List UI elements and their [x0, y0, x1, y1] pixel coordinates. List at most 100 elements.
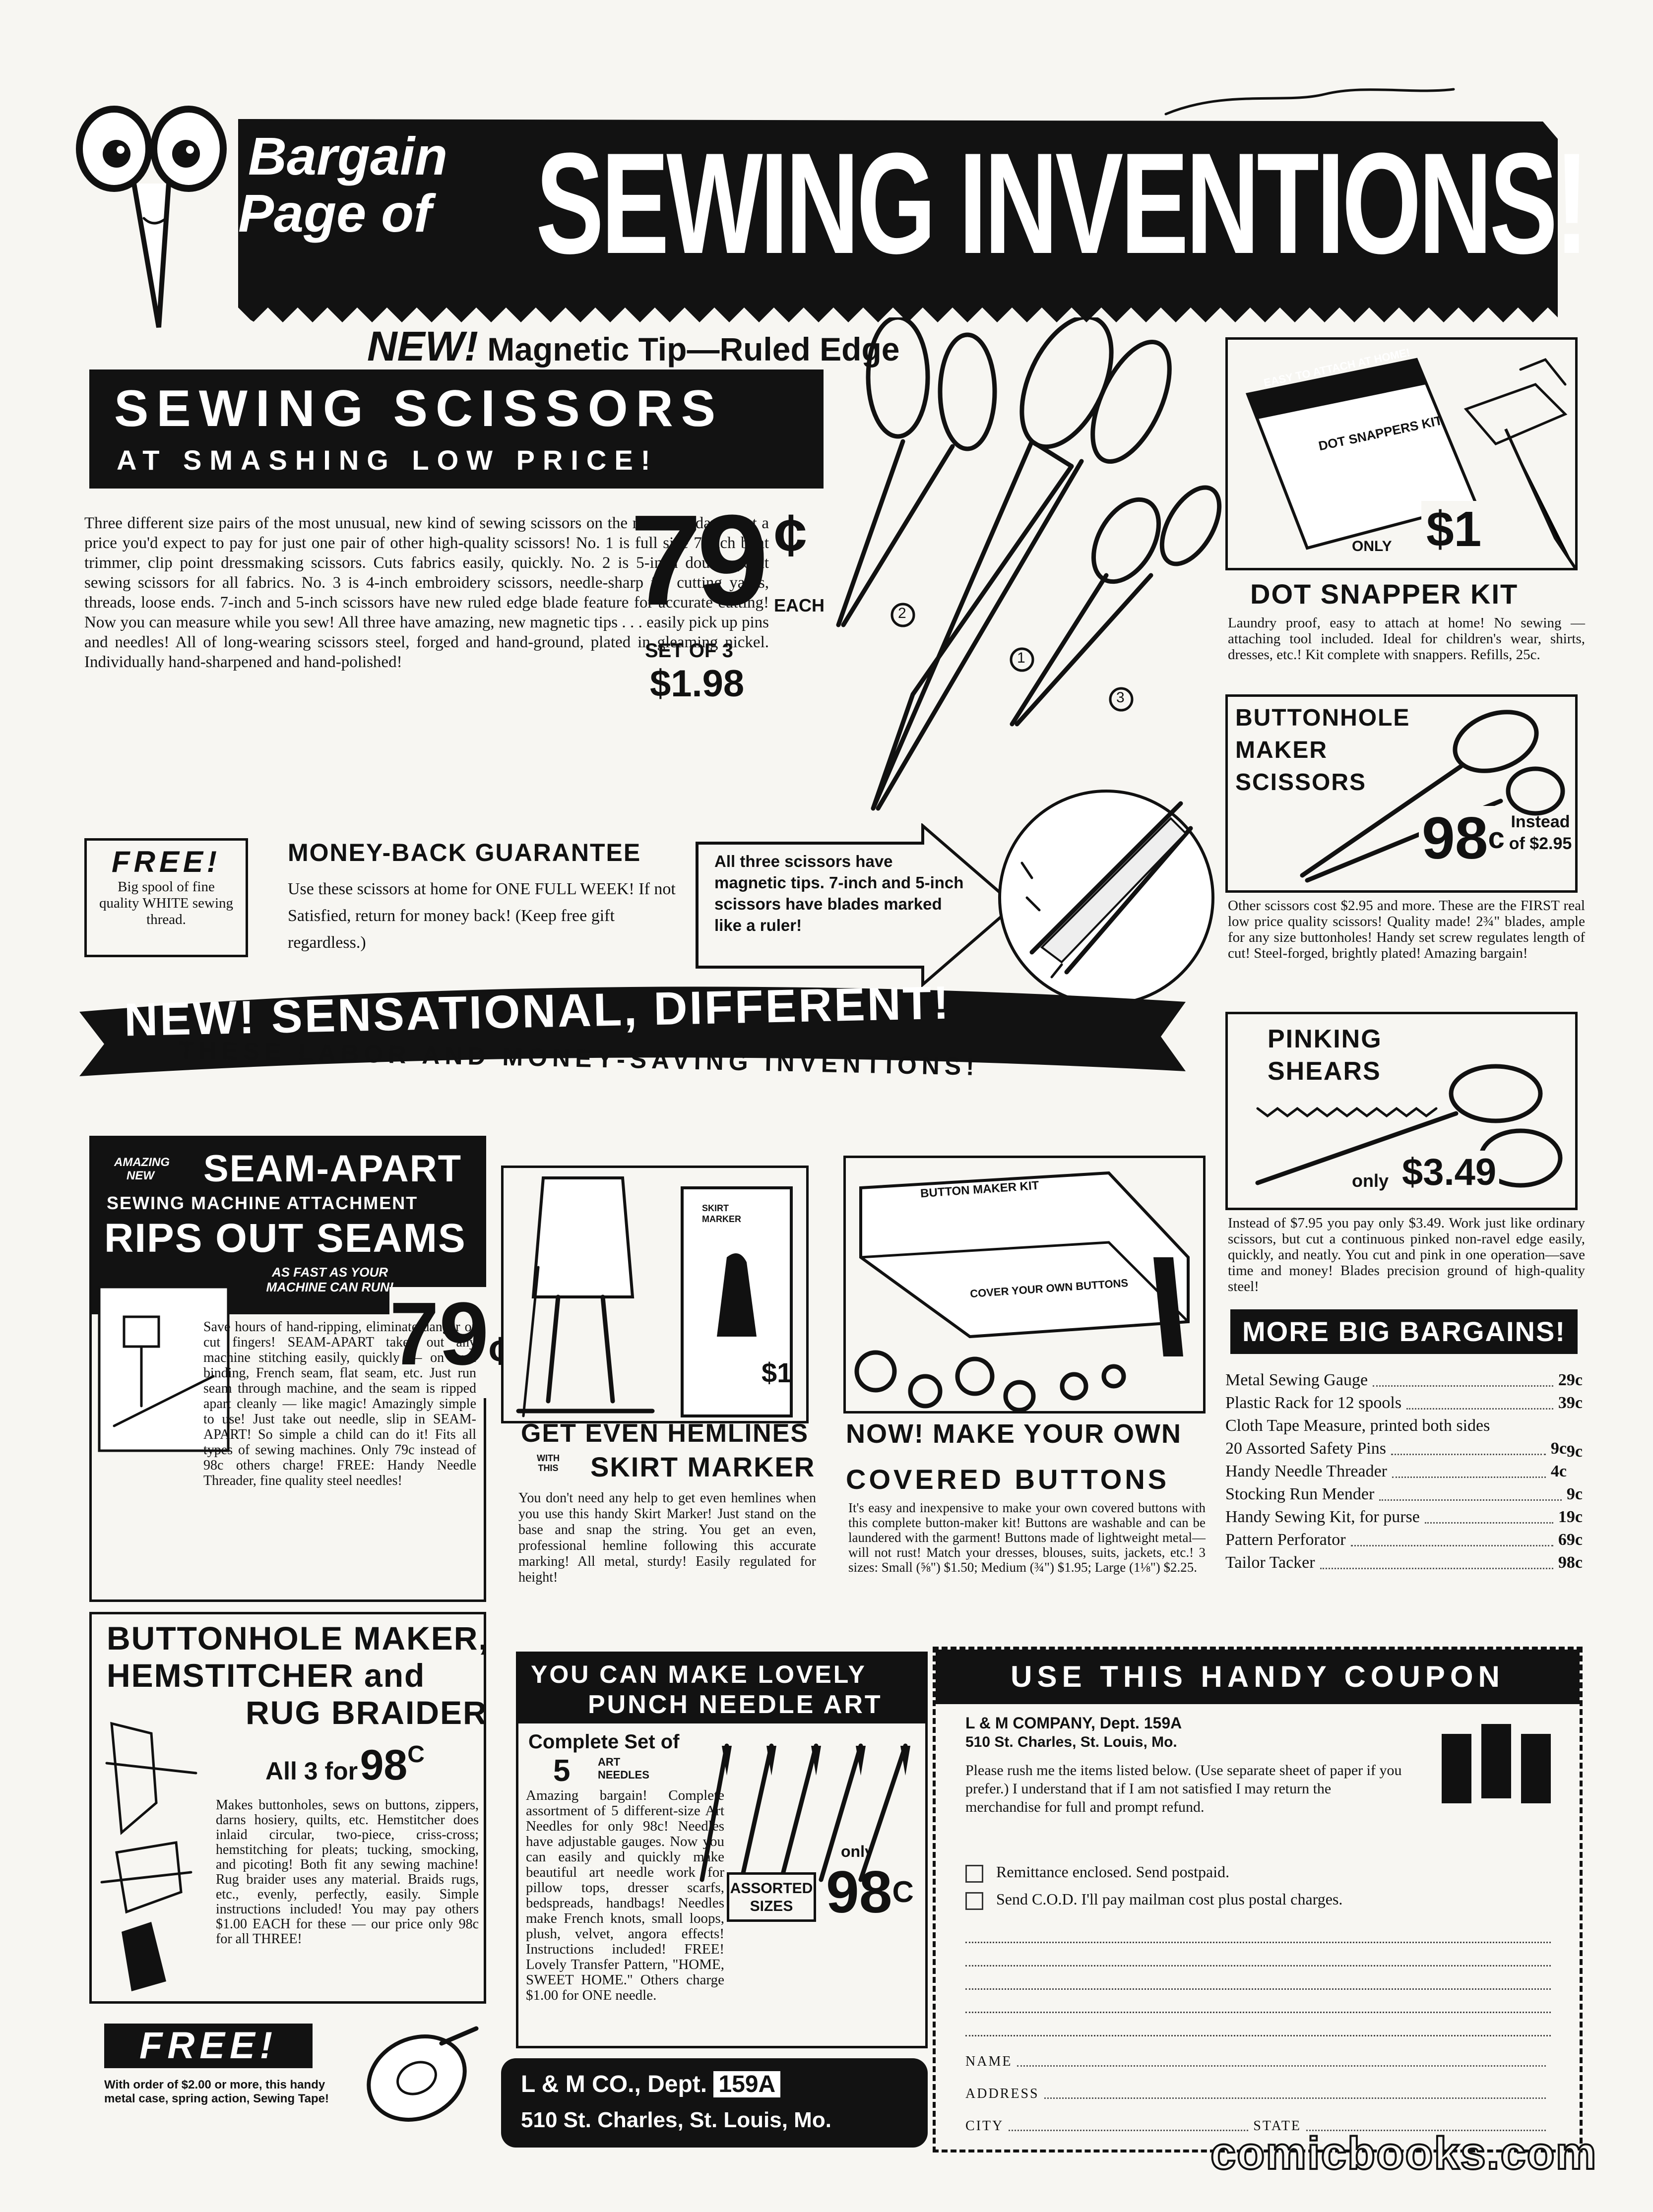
free-thread-text: Big spool of fine quality WHITE sewing t… — [99, 879, 234, 927]
seam-apart-subtitle: SEWING MACHINE ATTACHMENT — [107, 1193, 418, 1213]
address-street: 510 St. Charles, St. Louis, Mo. — [521, 2108, 831, 2132]
button-kit-icon — [854, 1171, 1190, 1411]
skirt-marker-box-label: SKIRT MARKER — [702, 1203, 741, 1224]
sensational-banner-shape — [79, 986, 1186, 1076]
bargain-line-1: Bargain — [248, 126, 448, 186]
option-2-label: Send C.O.D. I'll pay mailman cost plus p… — [996, 1890, 1343, 1908]
seam-apart-new: NEW — [127, 1169, 154, 1182]
new-label: NEW! — [367, 323, 478, 369]
pinking-title-2: SHEARS — [1268, 1057, 1381, 1086]
skirt-marker-image: SKIRT MARKER $1 — [501, 1166, 809, 1423]
option-1-label: Remittance enclosed. Send postpaid. — [996, 1863, 1230, 1881]
free-tape-title: FREE! — [104, 2024, 313, 2068]
buttonhole-maker-price-label: All 3 for — [265, 1757, 358, 1785]
pinking-title-1: PINKING — [1268, 1025, 1382, 1053]
buttonhole-scissors-price-cent: c — [1488, 821, 1505, 855]
punch-needle-title-1: YOU CAN MAKE LOVELY — [531, 1660, 867, 1688]
scissors-cent: ¢ — [774, 502, 807, 568]
scissors-1-icon — [871, 317, 1172, 811]
scissors-3-icon — [1010, 485, 1222, 727]
covered-buttons-image: BUTTON MAKER KIT COVER YOUR OWN BUTTONS — [843, 1156, 1206, 1413]
arrow-callout-shape — [696, 823, 1017, 987]
buttonhole-maker-description: Makes buttonholes, sews on buttons, zipp… — [216, 1797, 479, 1947]
punch-needle-five: 5 — [553, 1754, 571, 1788]
coupon-item-lines[interactable] — [965, 1920, 1551, 2036]
buttonhole-maker-title-3: RUG BRAIDER — [246, 1694, 488, 1731]
scissors-price-block: 79 ¢ EACH SET OF 3 $1.98 — [630, 496, 838, 709]
skirt-marker-icon — [516, 1176, 793, 1417]
cod-checkbox[interactable] — [965, 1892, 983, 1910]
watermark: comicbooks.com — [1209, 2127, 1597, 2180]
skirt-marker-title-2: SKIRT MARKER — [590, 1451, 816, 1482]
three-scissors-illustration — [836, 317, 1222, 811]
dot-snapper-description: Laundry proof, easy to attach at home! N… — [1228, 615, 1585, 663]
punch-needle-assorted: ASSORTED SIZES — [727, 1872, 816, 1922]
address-company-name: L & M CO., Dept. — [521, 2071, 707, 2097]
dot-snapper-image: EASY TO ATTACH AT HOME! DOT SNAPPERS KIT… — [1225, 337, 1578, 570]
address-box: L & M CO., Dept. 159A 510 St. Charles, S… — [501, 2058, 928, 2148]
dot-snapper-only: ONLY — [1352, 538, 1392, 554]
skirt-marker-price: $1 — [762, 1357, 793, 1388]
scissors-set-label: SET OF 3 — [645, 640, 733, 662]
seam-apart-price: 79¢ — [389, 1287, 511, 1398]
seam-apart-machine-icon — [98, 1286, 230, 1452]
coupon-address-row[interactable]: ADDRESS — [965, 2086, 1551, 2102]
more-bargains-title: MORE BIG BARGAINS! — [1230, 1309, 1578, 1354]
page-title: SEWING INVENTIONS! — [536, 123, 1589, 284]
skirt-marker-description: You don't need any help to get even heml… — [518, 1490, 816, 1585]
arrow-callout-text: All three scissors have magnetic tips. 7… — [714, 852, 964, 934]
coupon-city-row[interactable]: CITY STATE — [965, 2118, 1551, 2134]
pinking-price: $3.49 — [1399, 1151, 1500, 1194]
scissors-description: Three different size pairs of the most u… — [84, 514, 769, 671]
punch-needle-title-2: PUNCH NEEDLE ART — [588, 1690, 883, 1719]
punch-needles-icon — [699, 1743, 910, 1882]
seam-apart-header-band — [92, 1138, 484, 1314]
magnetic-tip-closeup — [998, 790, 1214, 1006]
scissors-number-3: 3 — [1116, 689, 1125, 706]
coupon-option-1[interactable]: Remittance enclosed. Send postpaid. — [965, 1863, 1229, 1883]
seam-apart-tagline: AS FAST AS YOUR MACHINE CAN RUN! — [266, 1265, 394, 1294]
seam-apart-box: AMAZING NEW SEAM-APART SEWING MACHINE AT… — [89, 1136, 511, 1602]
seam-apart-description: Save hours of hand-ripping, eliminate da… — [203, 1319, 476, 1488]
coupon-option-2[interactable]: Send C.O.D. I'll pay mailman cost plus p… — [965, 1890, 1342, 1910]
buttonhole-maker-box: BUTTONHOLE MAKER, HEMSTITCHER and RUG BR… — [89, 1612, 489, 2004]
guarantee-title: MONEY-BACK GUARANTEE — [288, 839, 641, 866]
buttonhole-maker-title-1: BUTTONHOLE MAKER, — [107, 1620, 489, 1657]
scissors-number-2: 2 — [898, 605, 906, 621]
coupon-company: L & M COMPANY, Dept. 159A — [965, 1714, 1182, 1732]
thread-spools-icon — [1442, 1724, 1551, 1803]
free-tape-text: With order of $2.00 or more, this handy … — [104, 2078, 329, 2105]
scissors-price: 79 — [630, 489, 768, 632]
pinking-shears-box: PINKING SHEARS only $3.49 — [1225, 1012, 1578, 1210]
sewing-tape-icon — [367, 2026, 479, 2122]
free-thread-title: FREE! — [112, 845, 221, 878]
buttonhole-scissors-price: 98c — [1419, 806, 1508, 870]
buttonhole-maker-price-cent: C — [407, 1741, 425, 1768]
punch-needle-box: YOU CAN MAKE LOVELY PUNCH NEEDLE ART Com… — [516, 1652, 928, 2048]
remittance-checkbox[interactable] — [965, 1864, 983, 1883]
name-label: NAME — [965, 2054, 1013, 2069]
bargain-line-2: Page of — [238, 183, 432, 243]
seam-apart-price-value: 79 — [389, 1284, 489, 1384]
coupon: USE THIS HANDY COUPON L & M COMPANY, Dep… — [933, 1647, 1583, 2152]
header-banner-shape — [238, 88, 1558, 342]
guarantee-text: Use these scissors at home for ONE FULL … — [288, 880, 676, 952]
coupon-name-row[interactable]: NAME — [965, 2054, 1551, 2070]
dot-snapper-title: DOT SNAPPER KIT — [1250, 578, 1519, 610]
seam-apart-headline: RIPS OUT SEAMS — [104, 1216, 466, 1261]
buttonhole-maker-title-2: HEMSTITCHER and — [107, 1657, 426, 1694]
covered-buttons-title-2: COVERED BUTTONS — [846, 1464, 1170, 1495]
seam-apart-amazing: AMAZING — [114, 1156, 170, 1169]
seam-apart-title: SEAM-APART — [203, 1148, 462, 1190]
punch-needle-header: YOU CAN MAKE LOVELY PUNCH NEEDLE ART — [518, 1654, 925, 1723]
guarantee: MONEY-BACK GUARANTEE Use these scissors … — [288, 838, 685, 956]
pinking-only: only — [1352, 1170, 1389, 1191]
